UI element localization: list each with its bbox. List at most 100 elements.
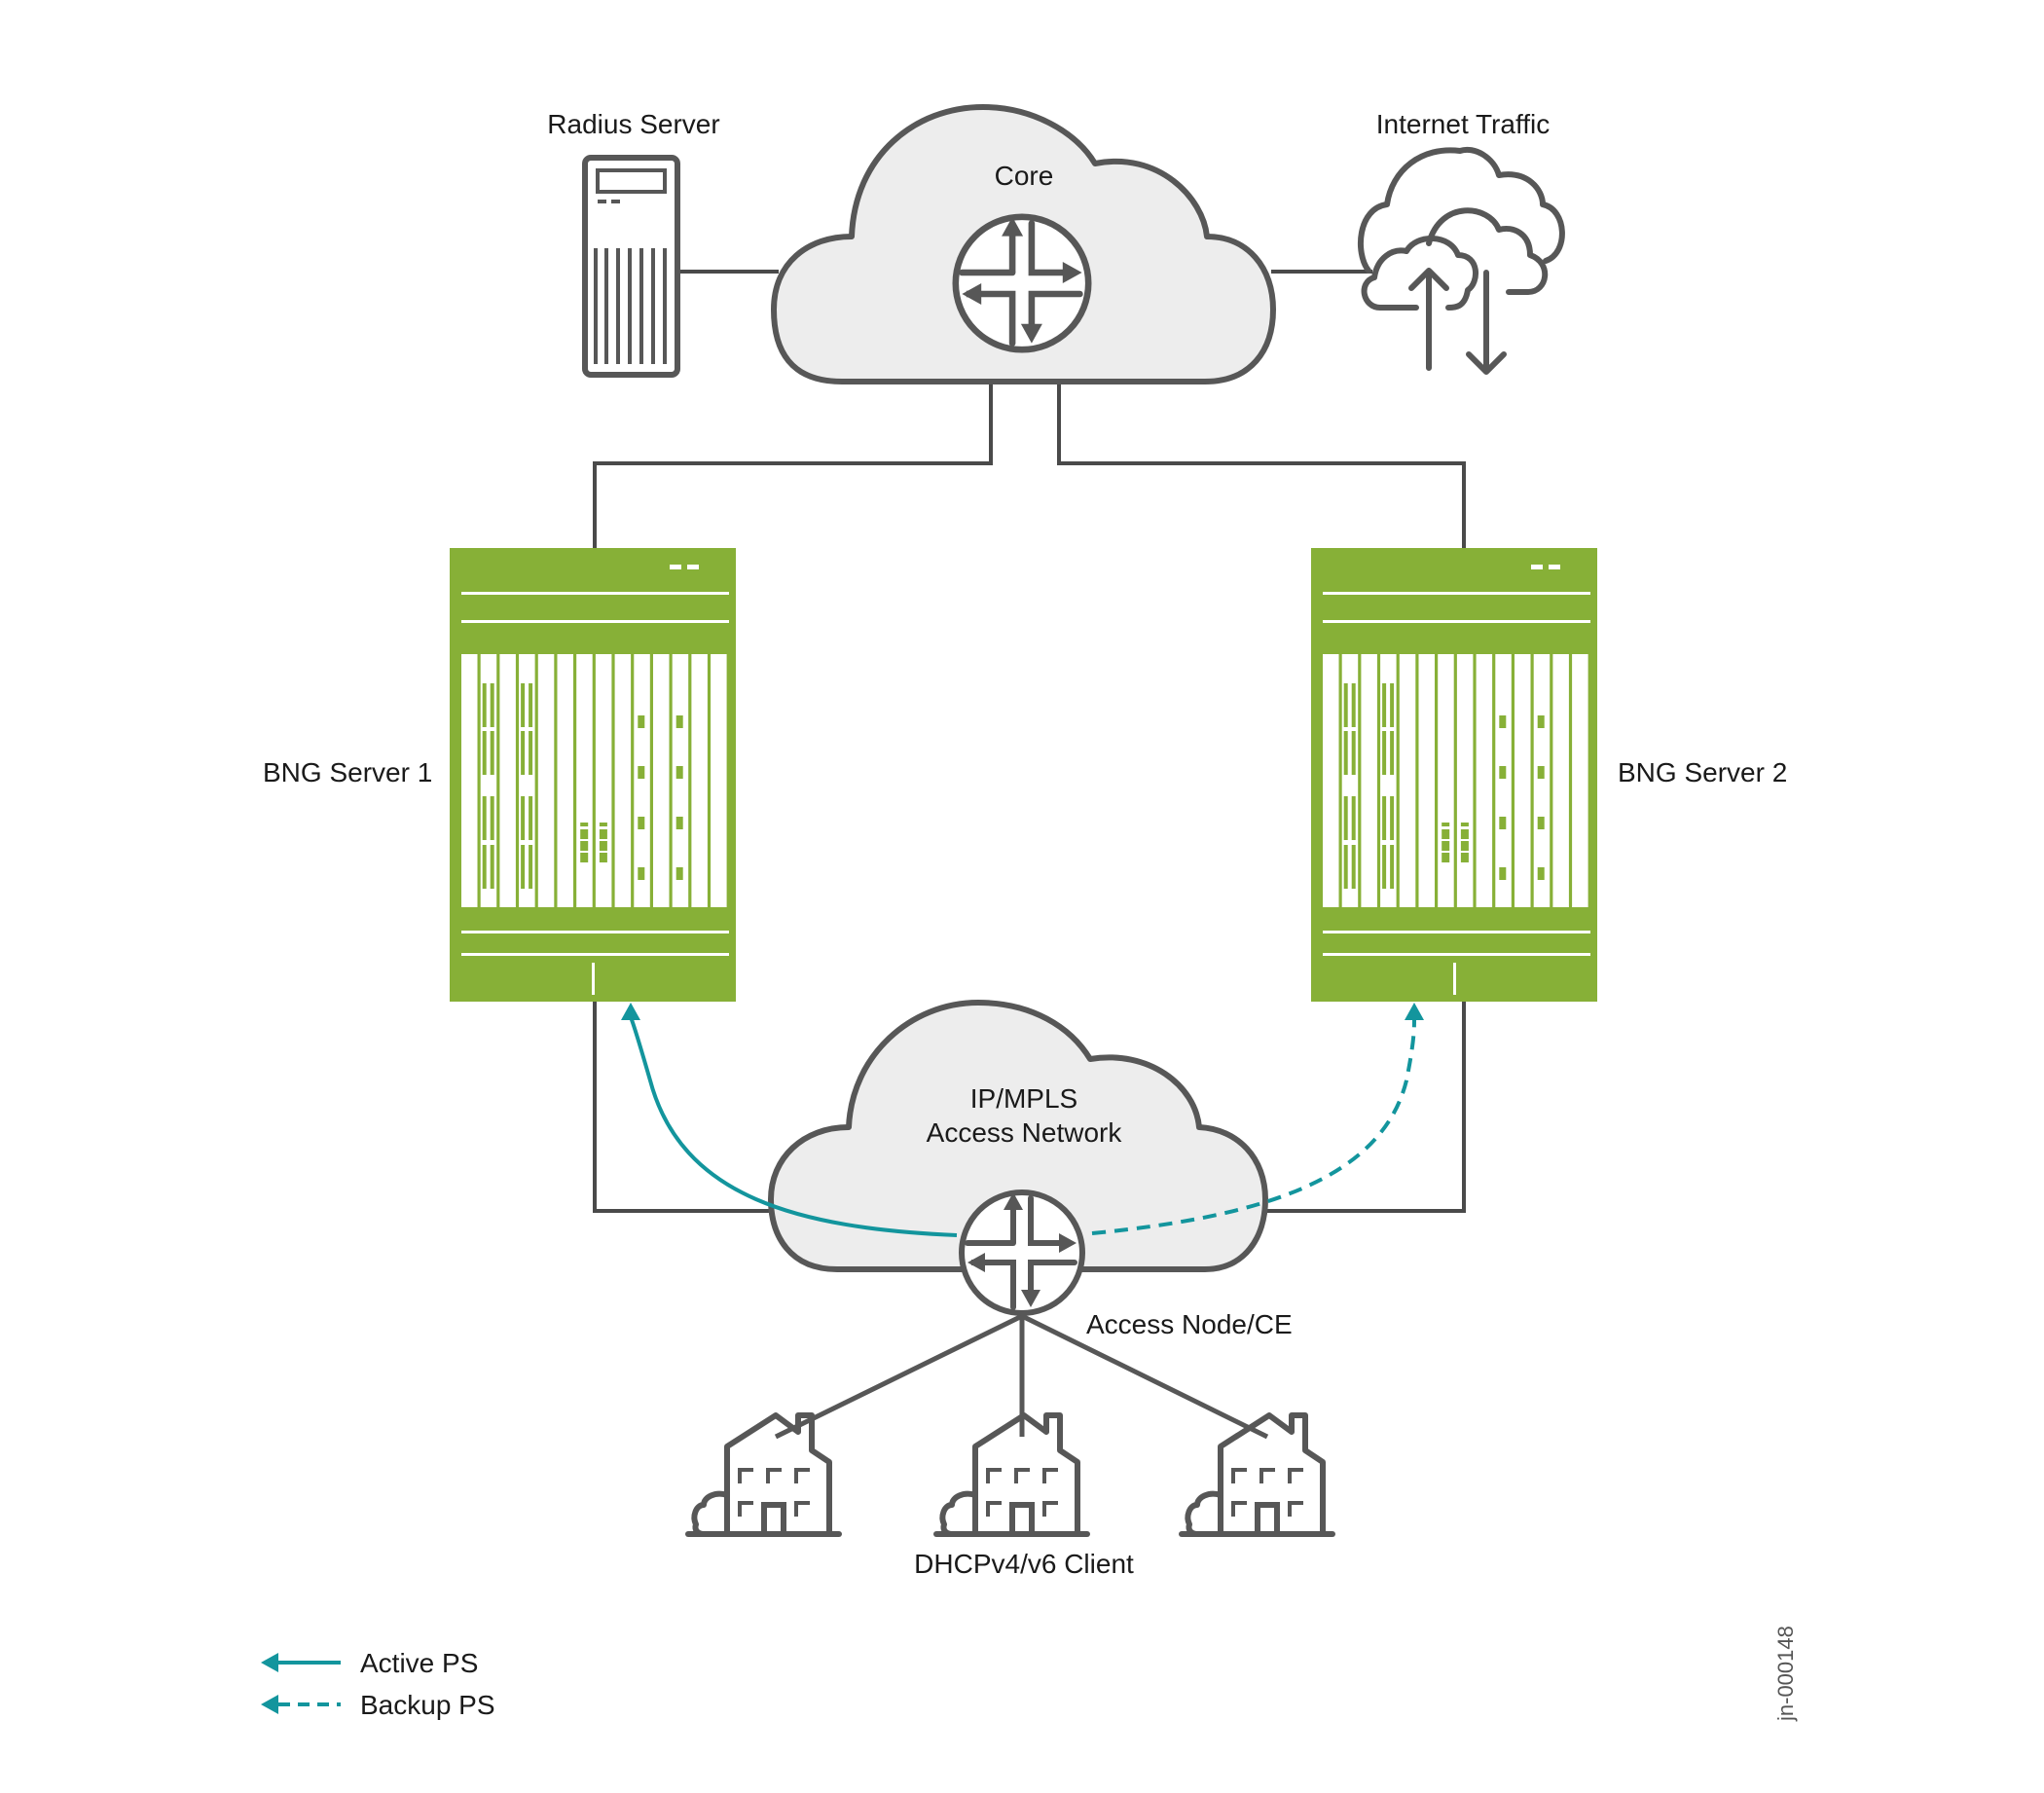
- chassis-port-led: [529, 731, 533, 775]
- chassis-port-led: [638, 715, 645, 728]
- chassis-port-led: [638, 766, 645, 779]
- chassis-port-led: [1382, 731, 1387, 775]
- chassis-port-led: [1390, 683, 1395, 727]
- chassis-port-led: [1460, 841, 1469, 851]
- radius-server-icon: [582, 155, 680, 378]
- chassis-port-led: [580, 829, 589, 839]
- chassis-port-led: [1351, 845, 1356, 889]
- chassis-port-led: [599, 829, 607, 839]
- chassis-port-led: [1390, 796, 1395, 840]
- client-house-2-icon: [936, 1415, 1087, 1534]
- chassis-port-led: [675, 715, 683, 728]
- chassis-port-led: [1343, 796, 1348, 840]
- chassis-slot: [576, 654, 593, 907]
- chassis-port-led: [1343, 731, 1348, 775]
- links: [593, 270, 1466, 1213]
- chassis-port-led: [675, 817, 683, 829]
- chassis-port-led: [599, 823, 607, 826]
- chassis-port-led: [1351, 796, 1356, 840]
- chassis-port-led: [482, 845, 487, 889]
- access-cloud-icon: [768, 1000, 1268, 1272]
- chassis-port-led: [1537, 766, 1545, 779]
- chassis-port-led: [1382, 845, 1387, 889]
- chassis-port-led: [1460, 829, 1469, 839]
- chassis-slot: [1418, 654, 1435, 907]
- chassis-port-led: [675, 867, 683, 880]
- chassis-port-led: [599, 853, 607, 862]
- chassis-slot: [595, 654, 612, 907]
- link-core-bng1: [593, 380, 993, 548]
- bng-server-2-label: BNG Server 2: [1618, 757, 1787, 787]
- active-ps-path: [629, 1016, 958, 1237]
- chassis-slot: [1515, 654, 1531, 907]
- chassis-port-led: [1499, 766, 1507, 779]
- chassis-port-led: [1442, 823, 1450, 826]
- bng-server-1-chassis: [450, 548, 736, 1002]
- chassis-port-led: [490, 731, 494, 775]
- chassis-slot: [653, 654, 670, 907]
- chassis-port-led: [521, 683, 526, 727]
- chassis-port-led: [1390, 731, 1395, 775]
- chassis-port-led: [1442, 829, 1450, 839]
- radius-server-label: Radius Server: [547, 109, 719, 139]
- legend-backup-label: Backup PS: [360, 1690, 495, 1720]
- chassis-slot: [1399, 654, 1416, 907]
- chassis-port-led: [1460, 823, 1469, 826]
- chassis-port-led: [482, 683, 487, 727]
- chassis-port-led: [1499, 867, 1507, 880]
- chassis-port-led: [638, 867, 645, 880]
- legend-active-label: Active PS: [360, 1648, 478, 1678]
- chassis-port-led: [521, 796, 526, 840]
- dhcp-client-label: DHCPv4/v6 Client: [914, 1549, 1134, 1579]
- bng-server-2-chassis: [1311, 548, 1597, 1002]
- chassis-port-led: [1343, 845, 1348, 889]
- chassis-port-led: [580, 841, 589, 851]
- core-router-icon: [956, 217, 1088, 349]
- access-node-label: Access Node/CE: [1086, 1309, 1293, 1339]
- chassis-slot: [557, 654, 573, 907]
- chassis-port-led: [482, 731, 487, 775]
- chassis-port-led: [529, 796, 533, 840]
- chassis-slot: [1572, 654, 1588, 907]
- chassis-port-led: [1442, 853, 1450, 862]
- chassis-port-led: [1382, 796, 1387, 840]
- chassis-port-led: [1442, 841, 1450, 851]
- client-house-1-icon: [688, 1415, 839, 1534]
- chassis-port-led: [490, 845, 494, 889]
- chassis-slot: [1456, 654, 1474, 907]
- chassis-port-led: [482, 796, 487, 840]
- backup-ps-path: [1091, 1019, 1416, 1235]
- internet-traffic-label: Internet Traffic: [1376, 109, 1550, 139]
- chassis-port-led: [638, 817, 645, 829]
- internet-traffic-icon: [1358, 146, 1565, 375]
- chassis-slot: [1361, 654, 1377, 907]
- chassis-port-led: [1537, 715, 1545, 728]
- chassis-port-led: [1343, 683, 1348, 727]
- link-bng2-access: [1236, 1002, 1466, 1213]
- chassis-slot: [461, 654, 478, 907]
- backup-ps-arrowhead: [1405, 1003, 1424, 1020]
- link-bng1-access: [593, 1002, 774, 1213]
- chassis-slot: [1552, 654, 1569, 907]
- chassis-port-led: [529, 683, 533, 727]
- link-core-bng2: [1057, 380, 1466, 548]
- legend-backup-arrow-icon: [261, 1695, 278, 1714]
- chassis-port-led: [1499, 715, 1507, 728]
- active-ps-arrowhead: [621, 1003, 640, 1020]
- access-network-label-line1: IP/MPLS: [970, 1083, 1077, 1114]
- chassis-port-led: [675, 766, 683, 779]
- chassis-port-led: [1499, 817, 1507, 829]
- chassis-port-led: [599, 841, 607, 851]
- chassis-port-led: [1537, 867, 1545, 880]
- chassis-port-led: [1382, 683, 1387, 727]
- chassis-port-led: [1351, 683, 1356, 727]
- chassis-slot: [711, 654, 727, 907]
- chassis-port-led: [490, 796, 494, 840]
- chassis-port-led: [1537, 817, 1545, 829]
- chassis-slot: [1476, 654, 1493, 907]
- bng-server-1-label: BNG Server 1: [263, 757, 432, 787]
- chassis-port-led: [521, 845, 526, 889]
- chassis-port-led: [521, 731, 526, 775]
- chassis-port-led: [529, 845, 533, 889]
